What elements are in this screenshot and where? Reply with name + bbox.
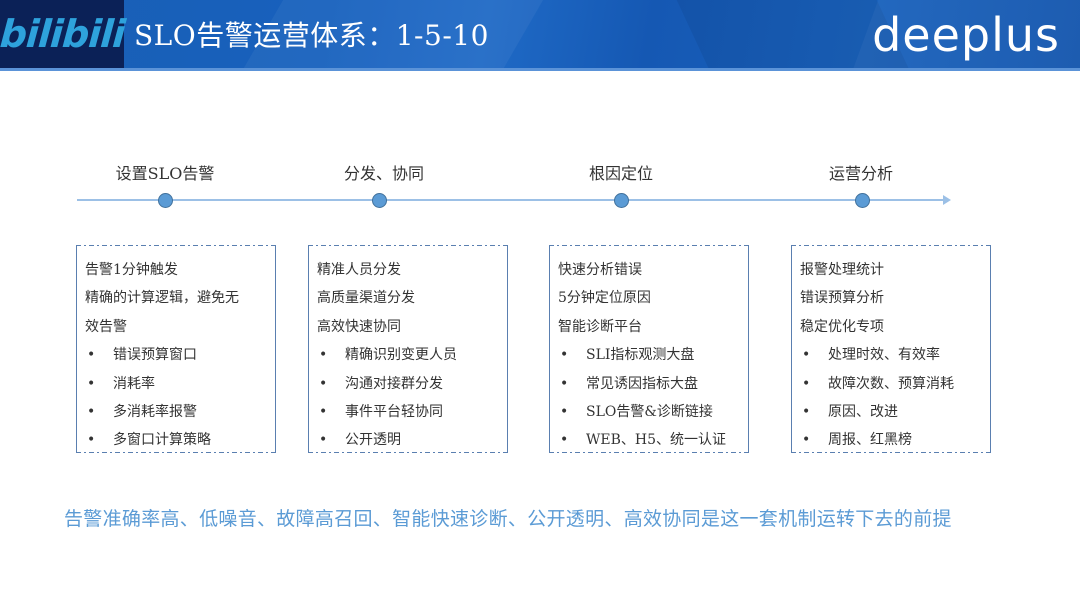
bullet-item: • 多窗口计算策略 bbox=[85, 426, 275, 454]
timeline-node bbox=[158, 193, 173, 208]
bullet-text: 多窗口计算策略 bbox=[113, 432, 211, 449]
bullet-text: 精确识别变更人员 bbox=[345, 347, 457, 364]
bullet-icon: • bbox=[319, 432, 328, 449]
bullet-text: 错误预算窗口 bbox=[113, 347, 197, 364]
bullet-text: 原因、改进 bbox=[828, 403, 898, 420]
bullet-item: • 多消耗率报警 bbox=[85, 398, 275, 426]
card-line: 智能诊断平台 bbox=[558, 318, 642, 335]
bullet-item: • WEB、H5、统一认证 bbox=[558, 426, 748, 454]
bullet-icon: • bbox=[319, 403, 328, 420]
bullet-text: 故障次数、预算消耗 bbox=[828, 375, 954, 392]
bullet-icon: • bbox=[802, 403, 811, 420]
stage-card-set-slo-alert: 告警1分钟触发 精确的计算逻辑，避免无 效告警 • 错误预算窗口 • 消耗率 • 多消… bbox=[76, 245, 276, 453]
bullet-text: 处理时效、有效率 bbox=[828, 347, 940, 364]
card-line: 高效快速协同 bbox=[317, 318, 401, 335]
bullet-text: 常见诱因指标大盘 bbox=[586, 375, 698, 392]
card-line: 高质量渠道分发 bbox=[317, 290, 415, 307]
card-line: 稳定优化专项 bbox=[800, 318, 884, 335]
bullet-icon: • bbox=[319, 375, 328, 392]
stage-card-operations-analysis: 报警处理统计 错误预算分析 稳定优化专项 • 处理时效、有效率 • 故障次数、预算消… bbox=[791, 245, 991, 453]
bilibili-logo-text: bilibili bbox=[0, 12, 126, 56]
bullet-item: • 常见诱因指标大盘 bbox=[558, 370, 748, 398]
bullet-item: • 公开透明 bbox=[317, 426, 507, 454]
bullet-item: • 原因、改进 bbox=[800, 398, 990, 426]
bullet-item: • SLI指标观测大盘 bbox=[558, 341, 748, 369]
bullet-icon: • bbox=[87, 432, 96, 449]
bullet-icon: • bbox=[560, 432, 569, 449]
bullet-text: WEB、H5、统一认证 bbox=[586, 432, 727, 449]
bullet-icon: • bbox=[802, 375, 811, 392]
card-line: 快速分析错误 bbox=[558, 262, 642, 278]
deeplus-logo: deeplus bbox=[872, 8, 1060, 62]
bullet-icon: • bbox=[560, 375, 569, 392]
bullet-text: 消耗率 bbox=[113, 375, 155, 392]
bullet-text: SLI指标观测大盘 bbox=[586, 347, 695, 364]
bullet-icon: • bbox=[87, 375, 96, 392]
card-line: 精准人员分发 bbox=[317, 262, 401, 278]
bullet-item: • 故障次数、预算消耗 bbox=[800, 370, 990, 398]
header-divider bbox=[0, 68, 1080, 71]
bullet-text: 周报、红黑榜 bbox=[828, 432, 912, 449]
bullet-item: • 精确识别变更人员 bbox=[317, 341, 507, 369]
card-line: 告警1分钟触发 bbox=[85, 262, 178, 278]
stage-label-dispatch-collaborate: 分发、协同 bbox=[343, 164, 425, 183]
bullet-icon: • bbox=[802, 432, 811, 449]
bilibili-logo: bilibili bbox=[0, 0, 126, 68]
bullet-item: • 周报、红黑榜 bbox=[800, 426, 990, 454]
card-line: 效告警 bbox=[85, 318, 127, 335]
slide-title: SLO告警运营体系：1-5-10 bbox=[134, 19, 489, 52]
stage-card-root-cause: 快速分析错误 5分钟定位原因 智能诊断平台 • SLI指标观测大盘 • 常见诱因指标… bbox=[549, 245, 749, 453]
bullet-text: 沟通对接群分发 bbox=[345, 375, 443, 392]
bullet-item: • 沟通对接群分发 bbox=[317, 370, 507, 398]
bullet-text: 公开透明 bbox=[345, 432, 401, 449]
bullet-item: • 事件平台轻协同 bbox=[317, 398, 507, 426]
stage-label-set-slo-alert: 设置SLO告警 bbox=[115, 164, 215, 183]
bullet-text: 多消耗率报警 bbox=[113, 403, 197, 420]
card-line: 5分钟定位原因 bbox=[558, 290, 651, 307]
timeline-node bbox=[614, 193, 629, 208]
timeline-node bbox=[372, 193, 387, 208]
timeline-arrow-icon bbox=[943, 195, 951, 205]
bullet-item: • SLO告警&诊断链接 bbox=[558, 398, 748, 426]
bullet-item: • 处理时效、有效率 bbox=[800, 341, 990, 369]
card-line: 精确的计算逻辑，避免无 bbox=[85, 290, 239, 307]
bullet-icon: • bbox=[87, 347, 96, 364]
bullet-icon: • bbox=[560, 403, 569, 420]
stage-label-root-cause: 根因定位 bbox=[588, 164, 654, 183]
bullet-text: 事件平台轻协同 bbox=[345, 403, 443, 420]
timeline-line bbox=[77, 199, 943, 201]
bullet-icon: • bbox=[560, 347, 569, 364]
timeline-node bbox=[855, 193, 870, 208]
stage-label-operations-analysis: 运营分析 bbox=[828, 164, 894, 183]
stage-card-dispatch-collaborate: 精准人员分发 高质量渠道分发 高效快速协同 • 精确识别变更人员 • 沟通对接群分发… bbox=[308, 245, 508, 453]
slide-header: bilibili SLO告警运营体系：1-5-10 deeplus bbox=[0, 0, 1080, 70]
card-line: 报警处理统计 bbox=[800, 262, 884, 278]
bullet-icon: • bbox=[319, 347, 328, 364]
bullet-icon: • bbox=[802, 347, 811, 364]
bullet-item: • 消耗率 bbox=[85, 370, 275, 398]
summary-note: 告警准确率高、低噪音、故障高召回、智能快速诊断、公开透明、高效协同是这一套机制运… bbox=[64, 508, 952, 530]
bullet-item: • 错误预算窗口 bbox=[85, 341, 275, 369]
card-line: 错误预算分析 bbox=[800, 290, 884, 307]
bullet-icon: • bbox=[87, 403, 96, 420]
bullet-text: SLO告警&诊断链接 bbox=[586, 403, 713, 420]
